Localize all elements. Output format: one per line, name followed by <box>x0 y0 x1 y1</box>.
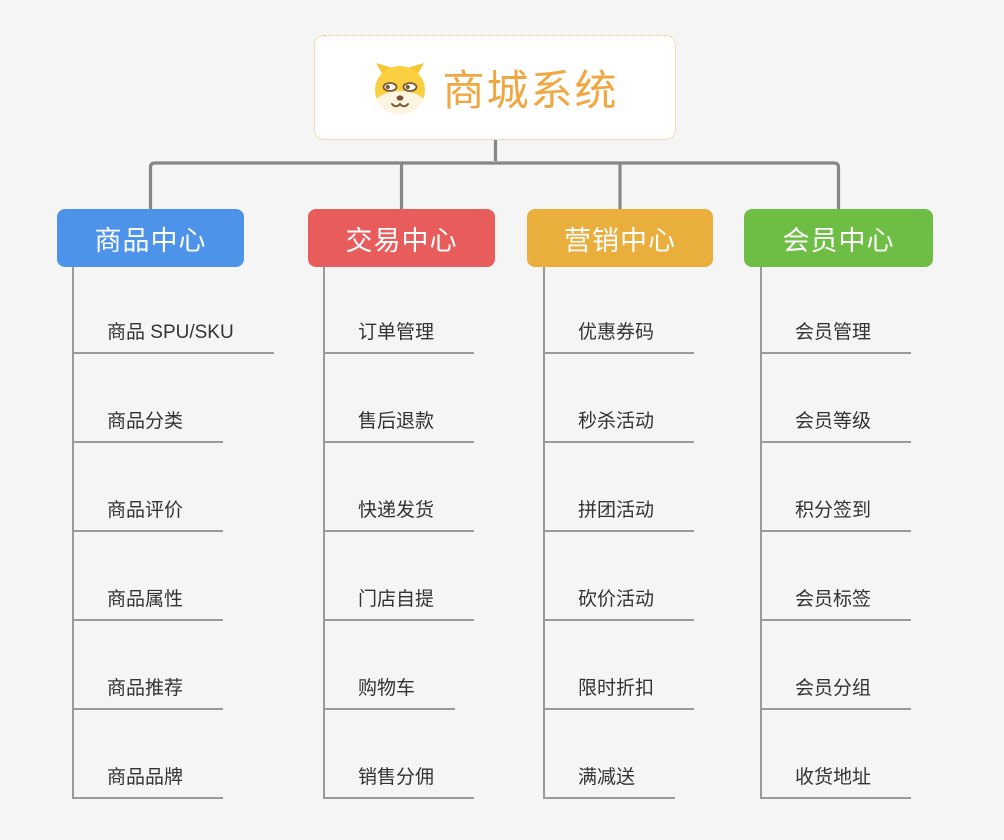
child-node[interactable]: 收货地址 <box>762 765 912 799</box>
branch-label: 商品中心 <box>94 225 207 256</box>
branch-label: 会员中心 <box>782 225 895 256</box>
branch-label: 营销中心 <box>564 225 676 256</box>
branch-children-member-center: 会员管理 会员等级 积分签到 会员标签 会员分组 收货地址 <box>760 267 912 799</box>
child-node[interactable]: 积分签到 <box>762 498 912 532</box>
child-node[interactable]: 订单管理 <box>325 320 475 354</box>
branch-label: 交易中心 <box>345 225 458 256</box>
child-node[interactable]: 商品品牌 <box>74 765 224 799</box>
branch-node-member-center[interactable]: 会员中心 <box>744 209 933 267</box>
child-node[interactable]: 限时折扣 <box>545 676 695 710</box>
child-node[interactable]: 售后退款 <box>325 409 475 443</box>
child-node[interactable]: 优惠券码 <box>545 320 695 354</box>
child-node[interactable]: 销售分佣 <box>325 765 475 799</box>
branch-bracket-line <box>148 161 841 209</box>
child-node[interactable]: 门店自提 <box>325 587 475 621</box>
child-node[interactable]: 购物车 <box>325 676 456 710</box>
branch-children-product-center: 商品 SPU/SKU 商品分类 商品评价 商品属性 商品推荐 商品品牌 <box>72 267 274 799</box>
branch-node-trade-center[interactable]: 交易中心 <box>308 209 495 267</box>
branch-children-trade-center: 订单管理 售后退款 快递发货 门店自提 购物车 销售分佣 <box>323 267 475 799</box>
child-node[interactable]: 快递发货 <box>325 498 475 532</box>
child-node[interactable]: 满减送 <box>545 765 676 799</box>
child-node[interactable]: 会员等级 <box>762 409 912 443</box>
child-node[interactable]: 砍价活动 <box>545 587 695 621</box>
child-node[interactable]: 商品推荐 <box>74 676 224 710</box>
child-node[interactable]: 商品评价 <box>74 498 224 532</box>
branch-children-marketing-center: 优惠券码 秒杀活动 拼团活动 砍价活动 限时折扣 满减送 <box>543 267 695 799</box>
child-node[interactable]: 会员标签 <box>762 587 912 621</box>
child-node[interactable]: 商品属性 <box>74 587 224 621</box>
root-node[interactable]: 商城系统 <box>314 35 676 140</box>
root-title: 商城系统 <box>442 67 619 114</box>
branch-node-product-center[interactable]: 商品中心 <box>57 209 244 267</box>
child-node[interactable]: 商品分类 <box>74 409 224 443</box>
child-node[interactable]: 会员管理 <box>762 320 912 354</box>
child-node[interactable]: 商品 SPU/SKU <box>74 320 274 354</box>
child-node[interactable]: 秒杀活动 <box>545 409 695 443</box>
shiba-dog-icon <box>371 61 429 115</box>
child-node[interactable]: 会员分组 <box>762 676 912 710</box>
child-node[interactable]: 拼团活动 <box>545 498 695 532</box>
branch-node-marketing-center[interactable]: 营销中心 <box>527 209 713 267</box>
